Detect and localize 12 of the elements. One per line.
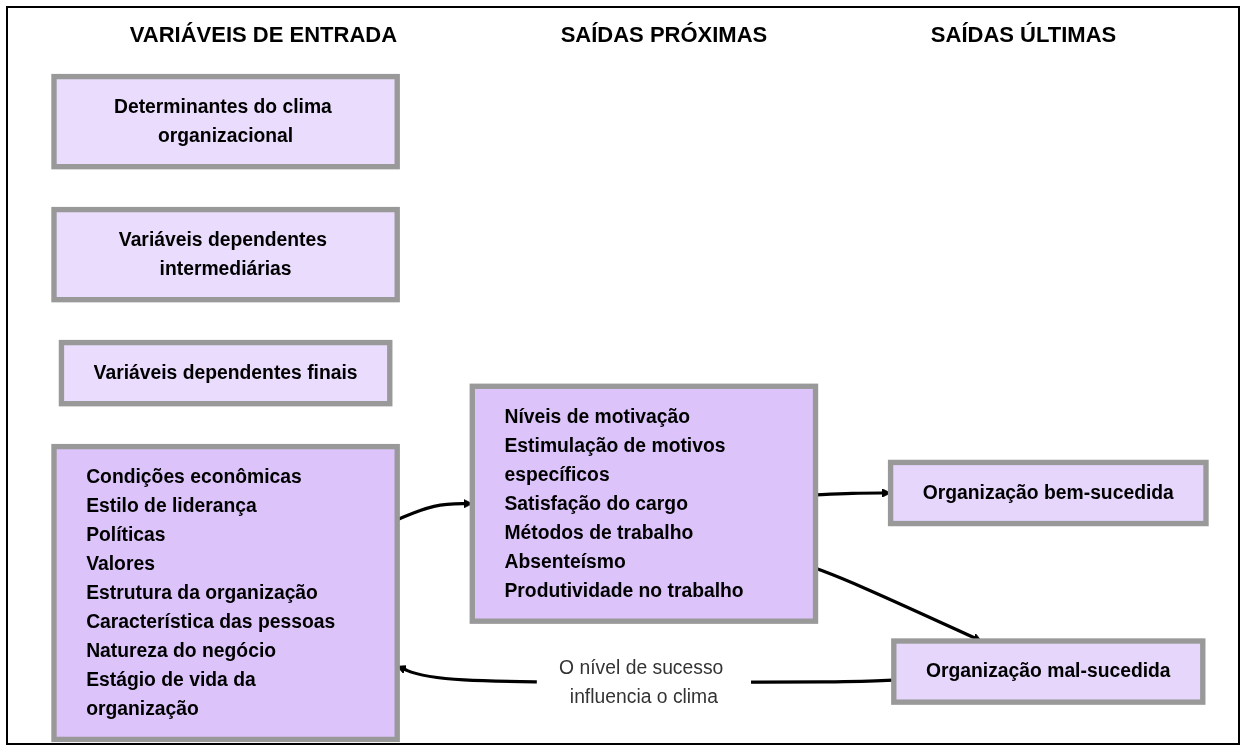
node-box: Variáveis dependentes finais bbox=[58, 339, 393, 407]
node-box: Determinantes do clima organizacional bbox=[51, 73, 400, 170]
node-box: Níveis de motivação Estimulação de motivos específicos Satisfação do cargo Métodos de trabalho Absenteísmo Produtividade no trabalho bbox=[469, 383, 819, 624]
node-box: Variáveis dependentes intermediárias bbox=[51, 206, 400, 303]
node-box: Organização bem-sucedida bbox=[887, 459, 1209, 527]
column-heading: VARIÁVEIS DE ENTRADA bbox=[129, 22, 398, 48]
edge-label: O nível de sucesso influencia o clima bbox=[559, 656, 724, 707]
node-box: Organização mal-sucedida bbox=[891, 638, 1206, 705]
arrow bbox=[815, 488, 891, 498]
column-heading: SAÍDAS PRÓXIMAS bbox=[560, 22, 768, 48]
node-box: Condições econômicas Estilo de liderança Políticas Valores Estrutura da organização Característica das pessoas Natureza do negócio Estágio de vida da organização bbox=[51, 443, 400, 743]
column-heading: SAÍDAS ÚLTIMAS bbox=[930, 22, 1117, 48]
